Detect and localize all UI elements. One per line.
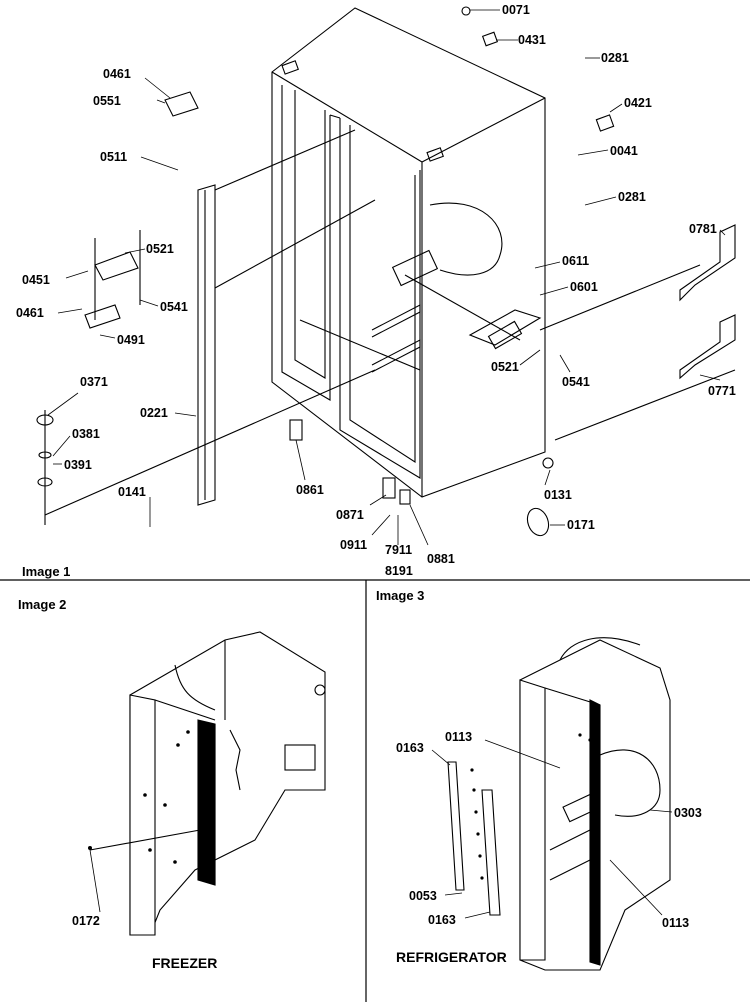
callout-label: 0172: [72, 914, 100, 928]
callout-label: 0911: [340, 538, 367, 552]
callout-label: 0163: [396, 741, 424, 755]
callout-label: 0171: [567, 518, 595, 532]
callout-label: 0771: [708, 384, 736, 398]
image-2-leaders: [89, 849, 101, 913]
callout-label: 0221: [140, 406, 168, 420]
callout-label: 0541: [160, 300, 188, 314]
callout-label: 8191: [385, 564, 413, 578]
callout-label: 0491: [117, 333, 145, 347]
image-3-leaders: [431, 739, 673, 919]
callout-label: 0041: [610, 144, 638, 158]
panel-title-image-2: Image 2: [18, 597, 66, 612]
image-1-leaders: [47, 9, 726, 546]
callout-label: 0541: [562, 375, 590, 389]
callout-label: 0421: [624, 96, 652, 110]
callout-label: 0391: [64, 458, 92, 472]
callout-label: 0113: [445, 730, 472, 744]
callout-label: 0521: [146, 242, 174, 256]
callout-label: 0053: [409, 889, 437, 903]
callout-label: 0461: [16, 306, 44, 320]
callout-label: 0071: [502, 3, 530, 17]
image-2-drawing: [89, 631, 326, 936]
image-3-callouts: 0163 0113 0303 0053 0163 0113: [396, 730, 702, 930]
callout-label: 0281: [601, 51, 629, 65]
panel-title-image-1: Image 1: [22, 564, 70, 579]
callout-label: 0113: [662, 916, 689, 930]
callout-label: 0551: [93, 94, 121, 108]
callout-label: 0163: [428, 913, 456, 927]
caption-refrigerator: REFRIGERATOR: [396, 949, 507, 965]
callout-label: 0451: [22, 273, 50, 287]
callout-label: 0281: [618, 190, 646, 204]
cabinet-body: [271, 7, 546, 498]
callout-label: 0861: [296, 483, 324, 497]
image-2-callouts: 0172: [72, 914, 100, 928]
callout-label: 7911: [385, 543, 412, 557]
panel-dividers: [0, 579, 750, 1002]
callout-label: 0303: [674, 806, 702, 820]
image-3-screws: [470, 733, 592, 880]
callout-label: 0511: [100, 150, 127, 164]
panel-title-image-3: Image 3: [376, 588, 424, 603]
callout-label: 0611: [562, 254, 589, 268]
image-3-drawing: [447, 637, 671, 971]
callout-label: 0141: [118, 485, 146, 499]
callout-label: 0381: [72, 427, 100, 441]
callout-label: 0781: [689, 222, 717, 236]
callout-label: 0461: [103, 67, 131, 81]
callout-label: 0881: [427, 552, 455, 566]
callout-label: 0601: [570, 280, 598, 294]
callout-label: 0871: [336, 508, 364, 522]
callout-label: 0431: [518, 33, 546, 47]
image-2-screws: [88, 730, 190, 864]
callout-label: 0521: [491, 360, 519, 374]
callout-label: 0371: [80, 375, 108, 389]
callout-label: 0131: [544, 488, 572, 502]
image-1-drawing: [36, 6, 736, 537]
caption-freezer: FREEZER: [152, 955, 217, 971]
panel-titles: Image 1 Image 2 Image 3 FREEZER REFRIGER…: [18, 564, 507, 971]
image-1-callouts: 0071 0431 0281 0421 0041 0281 0781 0611 …: [16, 3, 736, 578]
